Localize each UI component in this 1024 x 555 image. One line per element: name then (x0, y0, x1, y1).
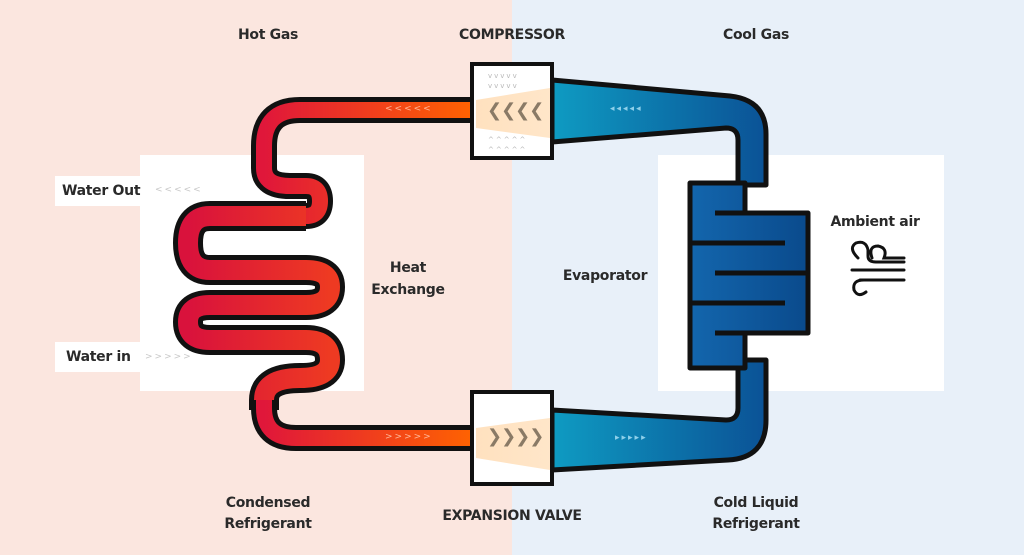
heat-exchange-label-line1: Heat (389, 260, 427, 276)
evaporator-label: Evaporator (562, 268, 648, 284)
expansion-cone (476, 418, 550, 470)
cold-liquid-flow-arrows: ▸▸▸▸▸ (615, 433, 648, 443)
cool-gas-pipe (549, 77, 769, 188)
compressor-label: COMPRESSOR (459, 27, 565, 43)
svg-text:^^^^^: ^^^^^ (488, 136, 527, 144)
water-out-label: Water Out (62, 183, 141, 199)
wind-icon (850, 240, 906, 297)
expansion-chevrons: ❯❯❯❯ (487, 426, 544, 447)
cool-gas-flow-arrows: ◂◂◂◂◂ (610, 104, 643, 114)
compressor-dots: vvvvv vvvvv ^^^^^ ^^^^^ (488, 72, 527, 154)
compressor-cone (476, 88, 550, 138)
svg-text:vvvvv: vvvvv (488, 82, 519, 90)
heat-exchanger-coil (173, 201, 345, 415)
water-in-label: Water in (66, 349, 131, 365)
condensed-flow-arrows: >>>>> (385, 432, 433, 442)
water-out-flow-arrows: <<<<< (155, 185, 203, 195)
hot-gas-pipe (251, 97, 476, 229)
ambient-air-label: Ambient air (830, 214, 920, 230)
condensed-refrigerant-label-line2: Refrigerant (224, 516, 312, 532)
svg-text:^^^^^: ^^^^^ (488, 146, 527, 154)
water-in-box (55, 342, 145, 372)
water-in-flow-arrows: >>>>> (145, 352, 193, 362)
expansion-valve-label: EXPANSION VALVE (442, 508, 582, 524)
condensed-refrigerant-label-line1: Condensed (225, 495, 311, 511)
compressor: vvvvv vvvvv ^^^^^ ^^^^^ (470, 62, 554, 160)
expansion-valve (470, 390, 554, 486)
hot-gas-flow-arrows: <<<<< (385, 104, 433, 114)
compressor-chevrons: ❮❮❮❮ (487, 100, 544, 121)
hot-gas-label: Hot Gas (237, 27, 299, 43)
heat-exchange-label-line2: Exchange (371, 282, 445, 298)
water-out-box (55, 176, 145, 206)
cold-liquid-refrigerant-label-line2: Refrigerant (712, 516, 800, 532)
cool-gas-label: Cool Gas (722, 27, 790, 43)
cold-liquid-refrigerant-label-line1: Cold Liquid (713, 495, 799, 511)
svg-text:vvvvv: vvvvv (488, 72, 519, 80)
evaporator-coil (687, 180, 811, 371)
condensed-refrigerant-pipe (251, 400, 476, 451)
cold-liquid-pipe (549, 357, 769, 473)
